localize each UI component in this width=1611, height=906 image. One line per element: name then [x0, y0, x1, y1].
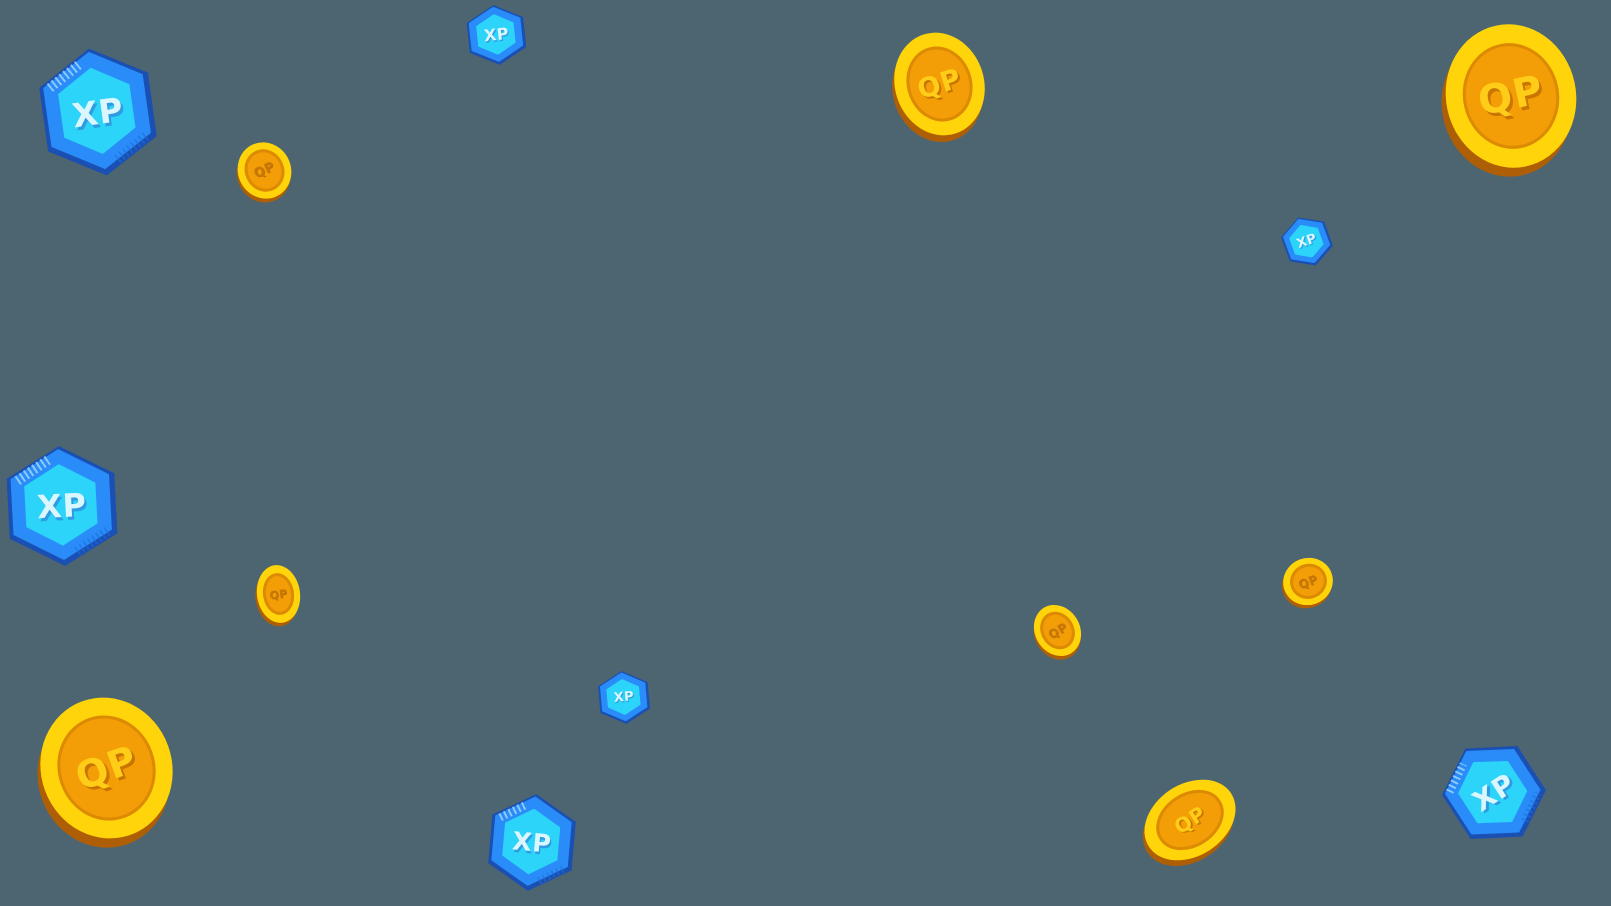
qp-coin-label: QP — [268, 586, 289, 602]
qp-coin-label: QP — [1474, 66, 1548, 126]
qp-coin: QP — [1428, 12, 1590, 189]
qp-coin-label: QP — [913, 62, 966, 106]
xp-badge-label: XP — [1294, 230, 1320, 253]
qp-coin-label: QP — [69, 736, 144, 800]
qp-coin: QP — [227, 133, 301, 212]
qp-coin-label: QP — [251, 159, 278, 182]
xp-badge: XP — [597, 669, 651, 726]
xp-badge: XP — [1277, 210, 1338, 274]
xp-badge-label: XP — [483, 23, 510, 46]
qp-coin: QP — [879, 20, 998, 154]
qp-coin: QP — [251, 562, 304, 630]
xp-badge: XP — [35, 41, 162, 183]
qp-coin-label: QP — [1296, 571, 1320, 592]
xp-badge: XP — [465, 2, 528, 68]
qp-coin: QP — [17, 678, 193, 867]
xp-badge-label: XP — [69, 89, 127, 135]
qp-coin-label: QP — [1169, 800, 1211, 840]
qp-coin-label: QP — [1045, 619, 1070, 642]
xp-badge-label: XP — [511, 826, 553, 859]
qp-coin: QP — [1275, 550, 1340, 616]
xp-badge-label: XP — [613, 689, 635, 706]
xp-badge: XP — [486, 791, 578, 895]
qp-coin: QP — [1127, 763, 1251, 883]
xp-badge: XP — [5, 443, 119, 568]
xp-badge-label: XP — [36, 485, 88, 527]
xp-badge-label: XP — [1466, 766, 1522, 818]
qp-coin: QP — [1024, 596, 1091, 669]
xp-badge: XP — [1428, 724, 1561, 861]
